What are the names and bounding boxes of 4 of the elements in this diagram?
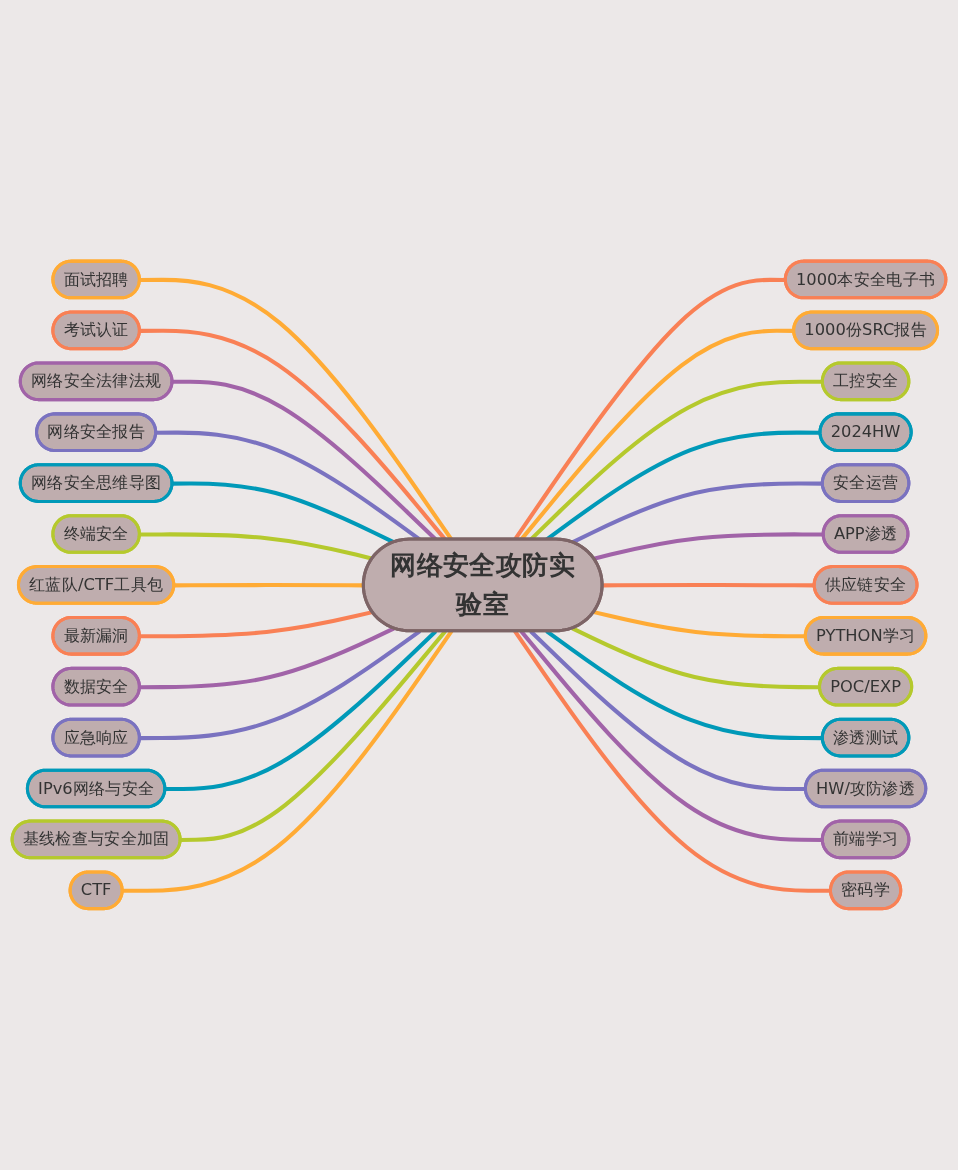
connector bbox=[172, 481, 395, 545]
connector bbox=[571, 626, 821, 690]
connector bbox=[122, 630, 454, 893]
connector bbox=[180, 630, 447, 843]
